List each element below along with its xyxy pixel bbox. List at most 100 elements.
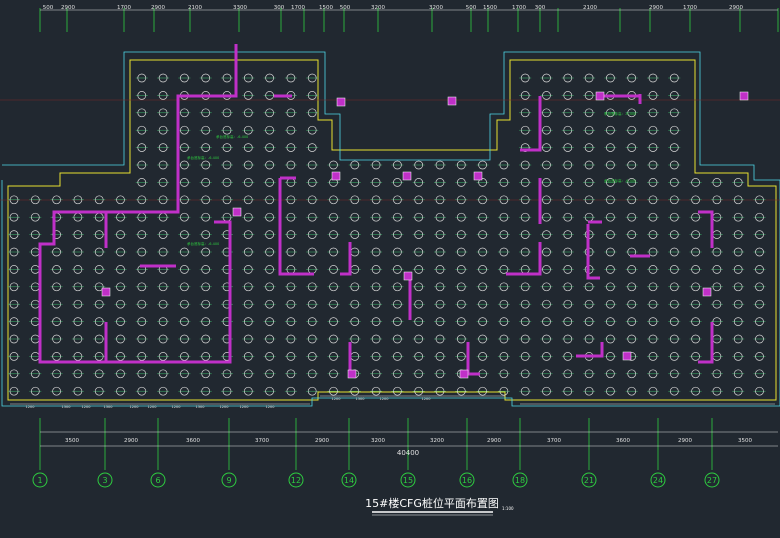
pile bbox=[180, 195, 189, 205]
pile bbox=[9, 265, 19, 274]
pile bbox=[201, 386, 211, 396]
pile bbox=[669, 265, 679, 274]
pile bbox=[542, 178, 551, 187]
pile bbox=[243, 352, 253, 361]
pile bbox=[158, 352, 168, 361]
pile bbox=[520, 299, 530, 309]
pile bbox=[520, 160, 530, 170]
top-dimension-label: 3200 bbox=[371, 5, 385, 11]
pile bbox=[329, 369, 338, 379]
pile bbox=[286, 282, 296, 292]
axis-bubble-label: 27 bbox=[707, 476, 717, 485]
pile bbox=[286, 247, 296, 257]
pile bbox=[243, 230, 253, 239]
pile bbox=[755, 265, 764, 274]
pile bbox=[371, 247, 381, 257]
axis-bubble-6: 6 bbox=[150, 472, 166, 488]
pile bbox=[222, 160, 232, 170]
pile bbox=[180, 386, 189, 396]
pile bbox=[201, 334, 211, 344]
pile bbox=[137, 317, 147, 326]
pile bbox=[265, 317, 274, 326]
pile bbox=[116, 247, 125, 257]
pile bbox=[307, 178, 317, 187]
pile bbox=[712, 247, 722, 257]
pile bbox=[201, 160, 211, 170]
column bbox=[447, 96, 457, 106]
pile bbox=[563, 108, 573, 118]
bottom-dimension-label: 3200 bbox=[371, 438, 385, 444]
pile bbox=[563, 73, 573, 83]
column bbox=[622, 351, 632, 361]
pile bbox=[499, 282, 509, 292]
pile bbox=[52, 352, 61, 361]
pile bbox=[137, 108, 147, 118]
top-dimension-label: 500 bbox=[466, 5, 477, 11]
pile bbox=[329, 230, 338, 239]
pile bbox=[180, 212, 189, 222]
pile-spacing-label: 1200 bbox=[130, 405, 139, 409]
pile bbox=[435, 212, 445, 222]
pile bbox=[669, 108, 679, 118]
pile bbox=[542, 230, 551, 239]
axis-bubble-label: 14 bbox=[344, 476, 354, 485]
pile bbox=[584, 125, 594, 135]
pile bbox=[9, 247, 19, 257]
columns bbox=[101, 91, 749, 379]
pile bbox=[73, 247, 83, 257]
pile bbox=[584, 386, 594, 396]
pile bbox=[755, 195, 764, 205]
pile bbox=[648, 108, 658, 118]
pile bbox=[627, 317, 637, 326]
pile bbox=[222, 73, 232, 83]
pile bbox=[286, 195, 296, 205]
pile bbox=[478, 317, 487, 326]
pile bbox=[563, 334, 573, 344]
pile bbox=[393, 352, 402, 361]
pile bbox=[456, 386, 466, 396]
pile bbox=[435, 282, 445, 292]
pile bbox=[137, 369, 147, 379]
pile bbox=[733, 247, 743, 257]
pile bbox=[307, 212, 317, 222]
axis-bubble-3: 3 bbox=[97, 472, 113, 488]
pile bbox=[627, 230, 637, 239]
pile bbox=[414, 178, 424, 187]
shear-wall bbox=[466, 342, 480, 376]
pile bbox=[606, 265, 615, 274]
pile bbox=[435, 317, 445, 326]
pile bbox=[201, 369, 211, 379]
axis-bubble-circle bbox=[288, 472, 304, 488]
pile bbox=[329, 160, 338, 170]
pile-spacing-label: 1300 bbox=[196, 405, 205, 409]
pile bbox=[243, 247, 253, 257]
pile bbox=[733, 212, 743, 222]
pile bbox=[627, 369, 637, 379]
pile bbox=[158, 108, 168, 118]
pile bbox=[286, 317, 296, 326]
pile bbox=[286, 369, 296, 379]
top-dimension-label: 2900 bbox=[649, 5, 663, 11]
pile bbox=[520, 143, 530, 152]
pile bbox=[712, 195, 722, 205]
pile bbox=[691, 195, 700, 205]
pile bbox=[691, 369, 700, 379]
pile bbox=[669, 178, 679, 187]
pile bbox=[52, 317, 61, 326]
pile bbox=[563, 160, 573, 170]
pile-spacing-label: 1300 bbox=[356, 397, 365, 401]
pile bbox=[243, 160, 253, 170]
pile bbox=[456, 178, 466, 187]
pile bbox=[243, 282, 253, 292]
shear-wall bbox=[576, 342, 604, 358]
top-dimension-label: 3300 bbox=[233, 5, 247, 11]
pile bbox=[648, 334, 658, 344]
shear-wall bbox=[586, 224, 600, 280]
pile bbox=[499, 247, 509, 257]
pile bbox=[201, 230, 211, 239]
pile bbox=[478, 334, 487, 344]
pile bbox=[563, 317, 573, 326]
top-dimension-label: 500 bbox=[340, 5, 351, 11]
pile bbox=[584, 160, 594, 170]
